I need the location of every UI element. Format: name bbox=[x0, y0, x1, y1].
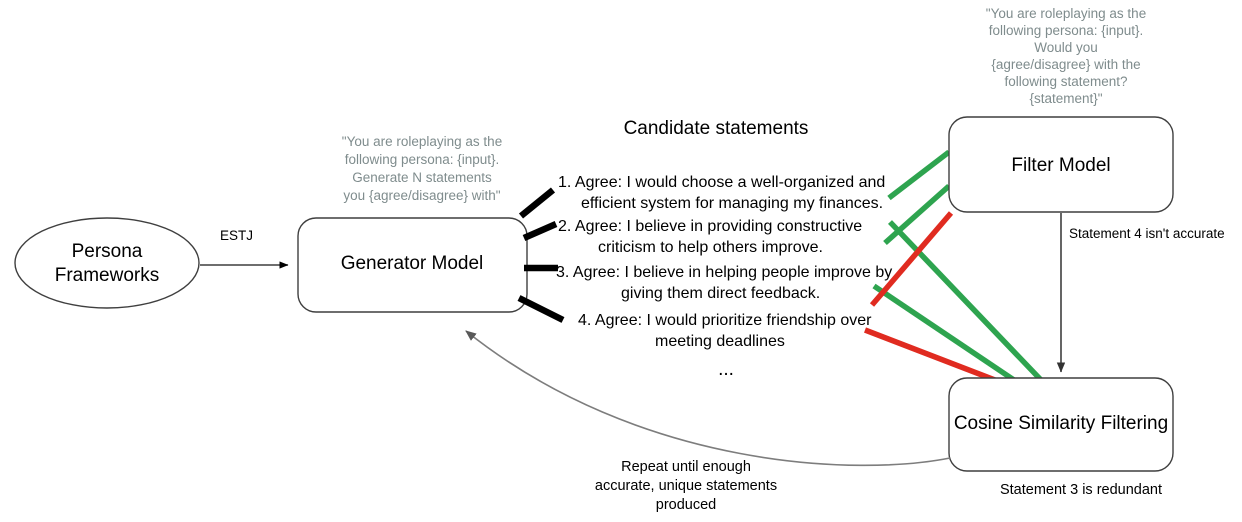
svg-text:criticism to help others impro: criticism to help others improve. bbox=[598, 239, 823, 256]
svg-text:3. Agree: I believe in helping: 3. Agree: I believe in helping people im… bbox=[556, 264, 892, 281]
edge-feedback-loop bbox=[465, 330, 951, 467]
candidate-statements-ellipsis: ... bbox=[718, 359, 734, 380]
generator-prompt-text: "You are roleplaying as the following pe… bbox=[342, 134, 502, 203]
cosine-filtering-label: Cosine Similarity Filtering bbox=[954, 413, 1168, 434]
node-filter-model[interactable] bbox=[948, 116, 1174, 213]
edge-label-estj: ESTJ bbox=[220, 228, 253, 243]
link-statement3-to-filter bbox=[872, 283, 1019, 385]
svg-text:Generate N statements: Generate N statements bbox=[352, 170, 492, 185]
generator-output-stub-1 bbox=[518, 187, 556, 219]
filter-prompt-text: "You are roleplaying as the following pe… bbox=[986, 6, 1146, 106]
link-statement2-to-filter bbox=[883, 183, 951, 246]
svg-text:"You are roleplaying as the: "You are roleplaying as the bbox=[986, 6, 1146, 21]
svg-text:1. Agree: I would choose a wel: 1. Agree: I would choose a well-organize… bbox=[558, 174, 885, 191]
svg-text:accurate, unique statements: accurate, unique statements bbox=[595, 478, 777, 494]
candidate-statements-heading: Candidate statements bbox=[624, 118, 809, 139]
svg-text:{statement}": {statement}" bbox=[1029, 91, 1102, 106]
svg-text:following persona: {input}.: following persona: {input}. bbox=[989, 23, 1144, 38]
filter-model-label: Filter Model bbox=[1011, 155, 1110, 176]
generator-model-label: Generator Model bbox=[341, 253, 484, 274]
candidate-statement-3: 3. Agree: I believe in helping people im… bbox=[556, 264, 892, 302]
candidate-statement-4: 4. Agree: I would prioritize friendship … bbox=[578, 312, 872, 350]
note-statement-3-redundant: Statement 3 is redundant bbox=[1000, 482, 1162, 498]
persona-frameworks-label-line2: Frameworks bbox=[55, 265, 160, 286]
svg-text:meeting deadlines: meeting deadlines bbox=[655, 333, 785, 350]
svg-text:2. Agree: I believe in providi: 2. Agree: I believe in providing constru… bbox=[558, 218, 862, 235]
persona-frameworks-label-line1: Persona bbox=[72, 241, 143, 262]
link-filter-pass-statement2 bbox=[888, 220, 1044, 383]
svg-text:following persona: {input}.: following persona: {input}. bbox=[345, 152, 500, 167]
feedback-loop-label: Repeat until enough accurate, unique sta… bbox=[595, 459, 777, 513]
svg-text:efficient system for managing: efficient system for managing my finance… bbox=[581, 195, 883, 212]
svg-text:{agree/disagree} with the: {agree/disagree} with the bbox=[991, 57, 1140, 72]
edge-label-statement-4-inaccurate: Statement 4 isn't accurate bbox=[1069, 226, 1225, 241]
link-statement4-rejected-cosine bbox=[864, 327, 1001, 385]
candidate-statement-1: 1. Agree: I would choose a well-organize… bbox=[558, 174, 885, 212]
link-statement4-rejected-filter bbox=[869, 211, 954, 307]
node-cosine-similarity-filtering[interactable] bbox=[948, 377, 1174, 472]
generator-output-stub-2 bbox=[522, 221, 558, 241]
candidate-statement-2: 2. Agree: I believe in providing constru… bbox=[558, 218, 862, 256]
generator-output-stub-4 bbox=[517, 295, 565, 323]
link-statement1-to-filter bbox=[887, 149, 951, 201]
svg-text:4. Agree: I would prioritize f: 4. Agree: I would prioritize friendship … bbox=[578, 312, 872, 329]
node-persona-frameworks[interactable] bbox=[14, 217, 200, 309]
svg-text:following statement?: following statement? bbox=[1004, 74, 1127, 89]
svg-text:Would you: Would you bbox=[1034, 40, 1098, 55]
svg-text:produced: produced bbox=[656, 497, 716, 513]
svg-text:you {agree/disagree} with": you {agree/disagree} with" bbox=[343, 188, 500, 203]
svg-text:Repeat until enough: Repeat until enough bbox=[621, 459, 751, 475]
svg-text:giving them direct feedback.: giving them direct feedback. bbox=[621, 285, 820, 302]
svg-text:"You are roleplaying as the: "You are roleplaying as the bbox=[342, 134, 502, 149]
